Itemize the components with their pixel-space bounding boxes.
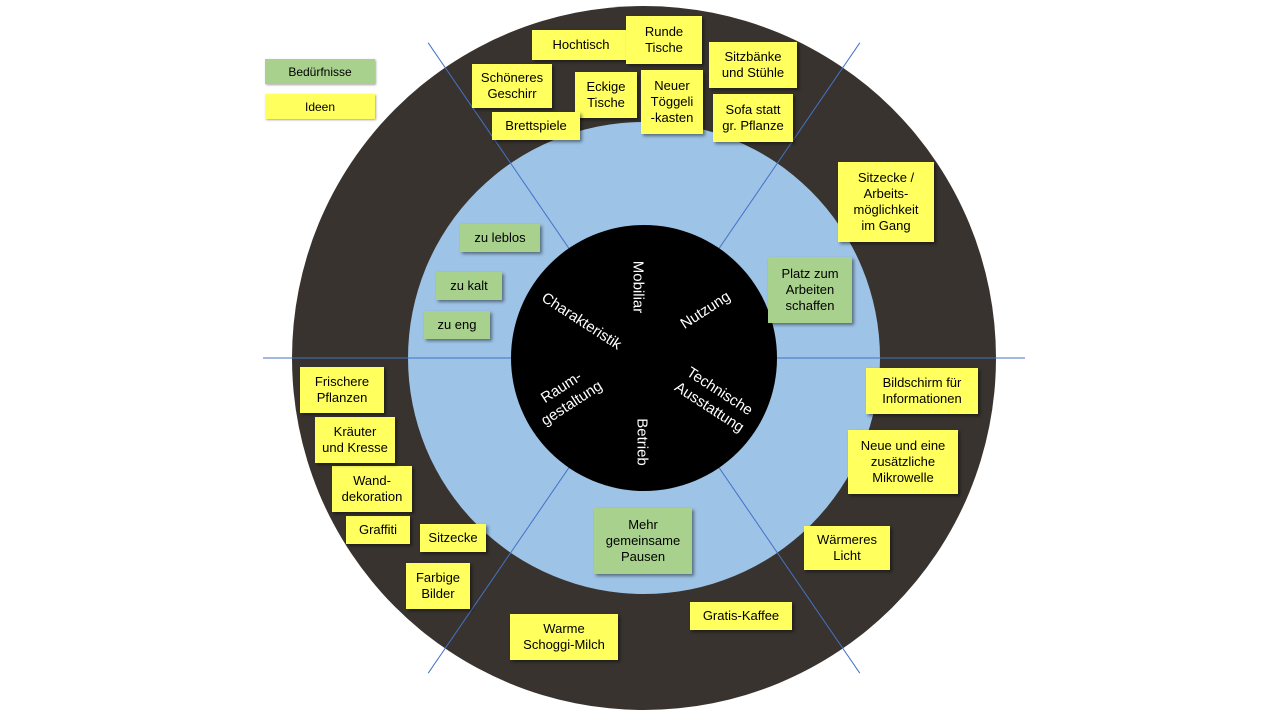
sticky-note-mehr-gemeinsame-pausen[interactable]: Mehr gemeinsame Pausen <box>594 508 692 574</box>
sticky-note-zu-leblos[interactable]: zu leblos <box>460 224 540 252</box>
sticky-note-platz-zum-arbeiten[interactable]: Platz zum Arbeiten schaffen <box>768 257 852 323</box>
sticky-note-gratis-kaffee[interactable]: Gratis-Kaffee <box>690 602 792 630</box>
sticky-note-sitzecke-gang[interactable]: Sitzecke / Arbeits- möglichkeit im Gang <box>838 162 934 242</box>
sector-label-betrieb: Betrieb <box>633 418 651 466</box>
sticky-note-bildschirm-informationen[interactable]: Bildschirm für Informationen <box>866 368 978 414</box>
sticky-note-sofa-statt-pflanze[interactable]: Sofa statt gr. Pflanze <box>713 94 793 142</box>
sticky-note-neuer-toeggelikasten[interactable]: Neuer Töggeli -kasten <box>641 70 703 134</box>
legend-ideas: Ideen <box>265 94 375 119</box>
center-circle <box>511 225 777 491</box>
sticky-note-zu-kalt[interactable]: zu kalt <box>436 272 502 300</box>
sticky-note-schoeneres-geschirr[interactable]: Schöneres Geschirr <box>472 64 552 108</box>
sticky-note-farbige-bilder[interactable]: Farbige Bilder <box>406 563 470 609</box>
sticky-note-sitzecke[interactable]: Sitzecke <box>420 524 486 552</box>
sticky-note-runde-tische[interactable]: Runde Tische <box>626 16 702 64</box>
sticky-note-warme-schoggi-milch[interactable]: Warme Schoggi-Milch <box>510 614 618 660</box>
sticky-note-graffiti[interactable]: Graffiti <box>346 516 410 544</box>
sticky-note-sitzbaenke-und-stuehle[interactable]: Sitzbänke und Stühle <box>709 42 797 88</box>
sticky-note-brettspiele[interactable]: Brettspiele <box>492 112 580 140</box>
sticky-note-waermeres-licht[interactable]: Wärmeres Licht <box>804 526 890 570</box>
sticky-note-hochtisch[interactable]: Hochtisch <box>532 30 630 60</box>
sticky-note-eckige-tische[interactable]: Eckige Tische <box>575 72 637 118</box>
sticky-note-frischere-pflanzen[interactable]: Frischere Pflanzen <box>300 367 384 413</box>
sticky-note-mikrowelle[interactable]: Neue und eine zusätzliche Mikrowelle <box>848 430 958 494</box>
sector-label-mobiliar: Mobiliar <box>629 260 647 314</box>
sticky-note-wanddekoration[interactable]: Wand- dekoration <box>332 466 412 512</box>
sticky-note-zu-eng[interactable]: zu eng <box>424 311 490 339</box>
sticky-note-kraeuter-und-kresse[interactable]: Kräuter und Kresse <box>315 417 395 463</box>
legend-needs: Bedürfnisse <box>265 59 375 84</box>
